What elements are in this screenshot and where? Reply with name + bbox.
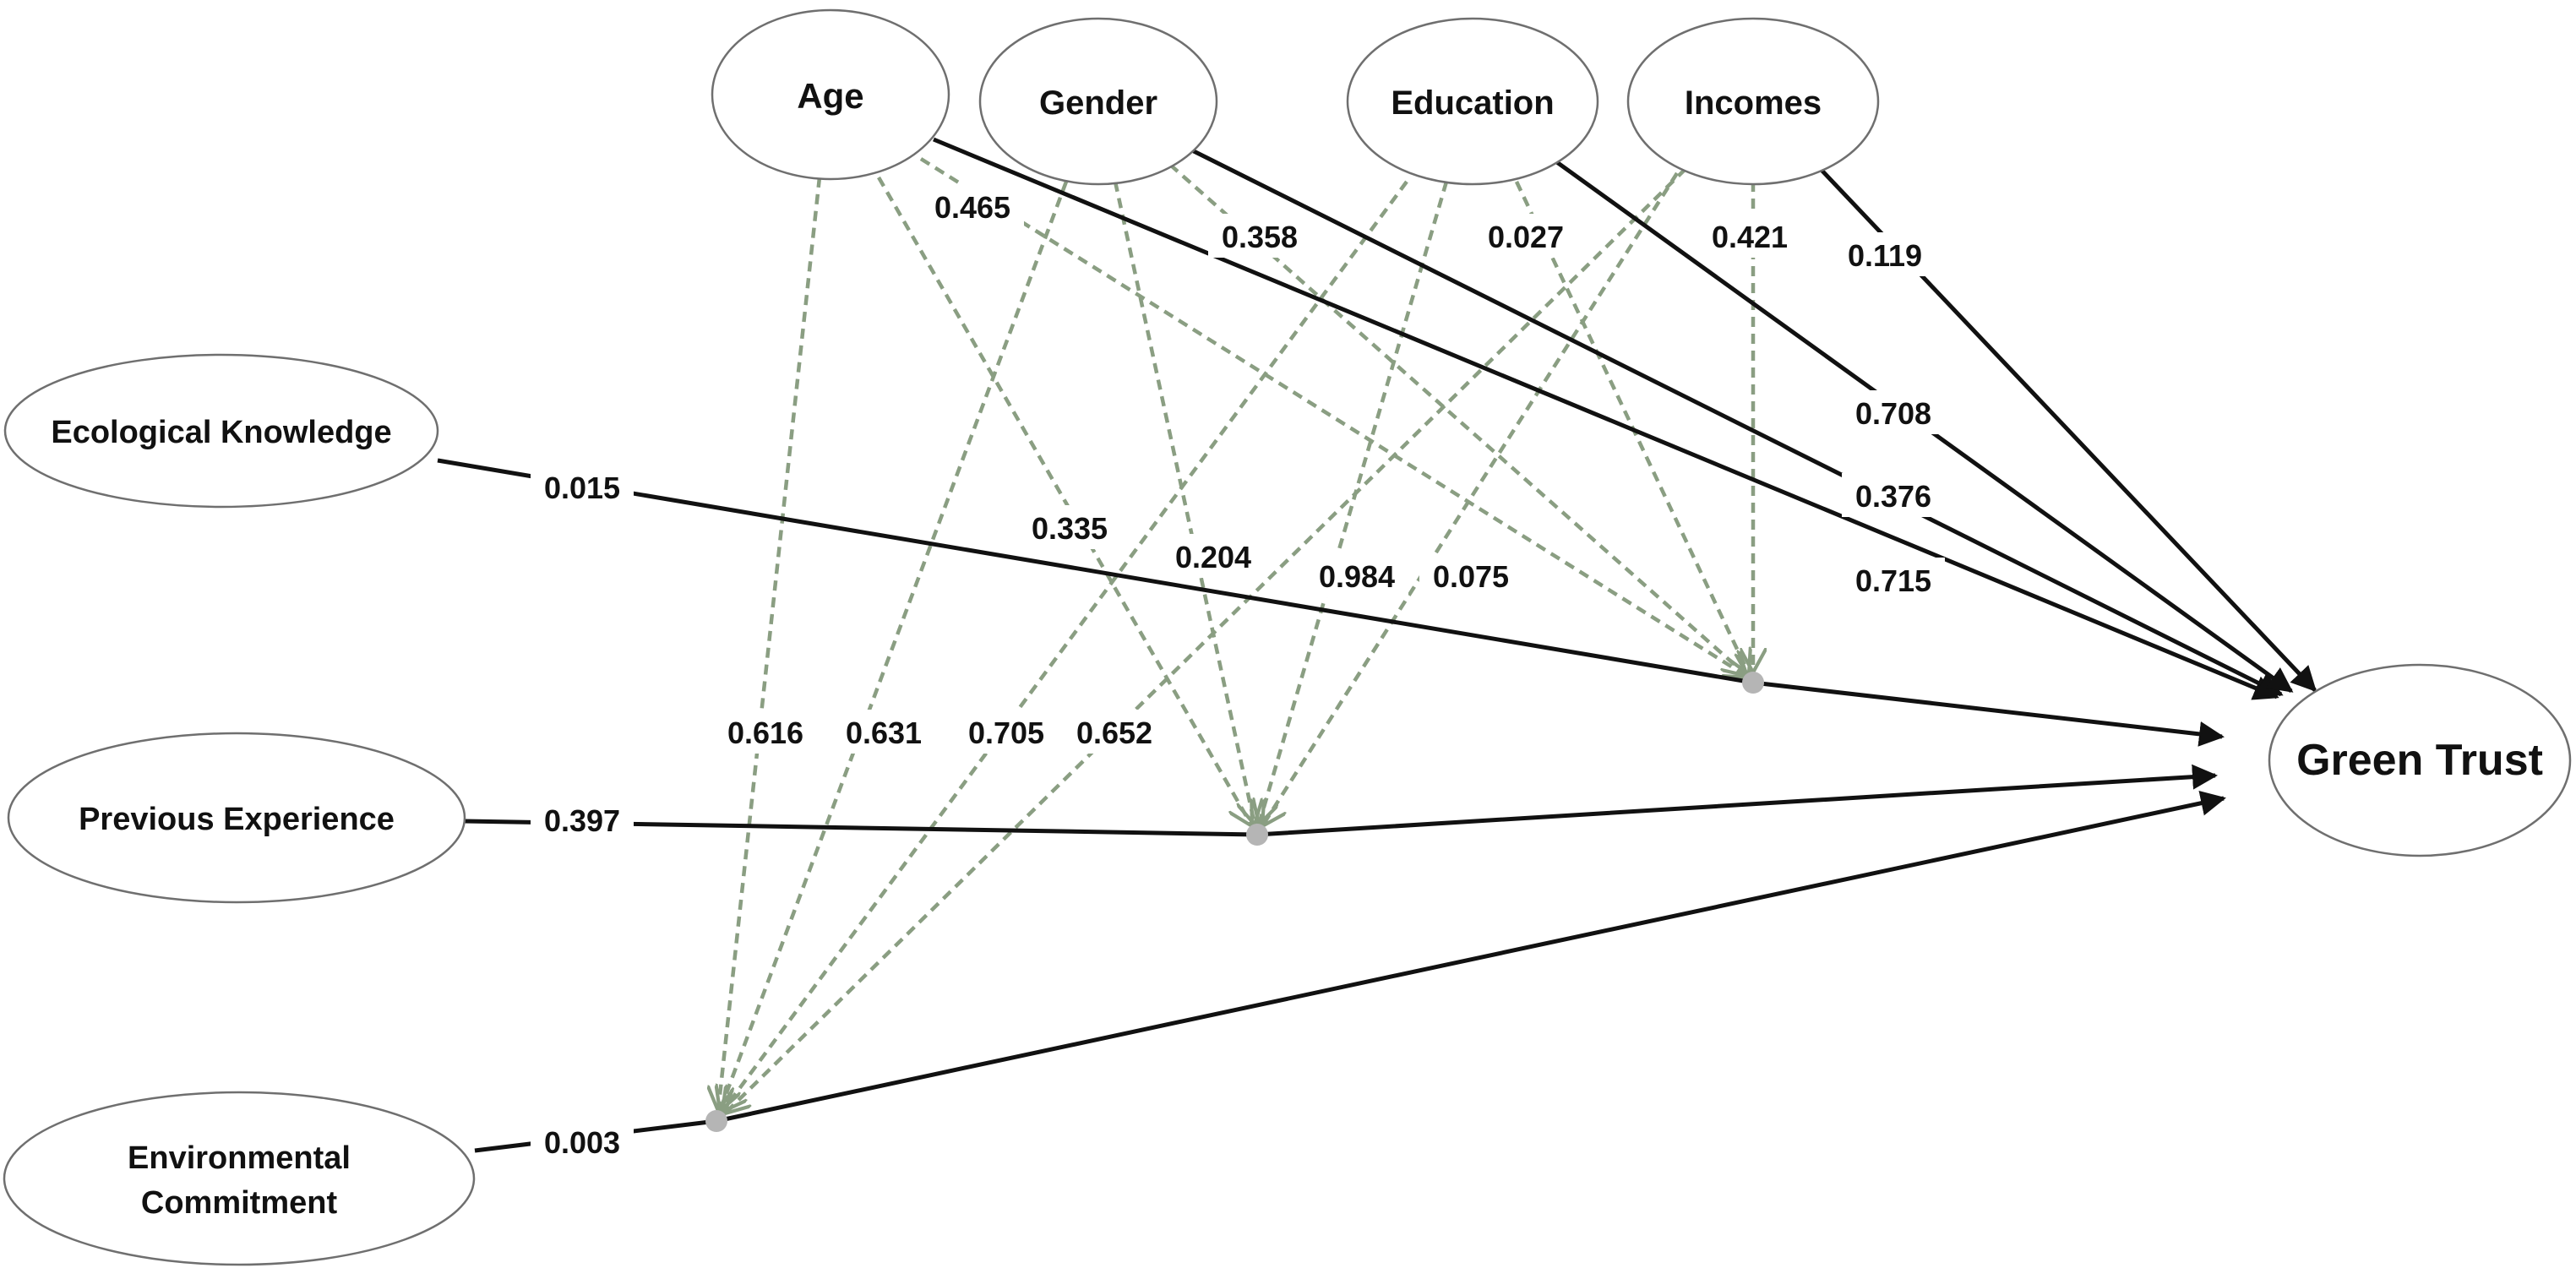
junction-ecological-knowledge [1742,672,1764,694]
mod-path-age-ecological-knowledge [919,157,1749,678]
junctions [705,672,1764,1132]
moderation-paths [718,157,1753,1113]
coef-incomes-green-trust: 0.119 [1848,238,1922,273]
node-age-label: Age [797,76,863,116]
node-green-trust: Green Trust [2268,663,2572,857]
mod-path-gender-environmental-commitment [720,181,1069,1111]
node-incomes-label: Incomes [1685,84,1822,122]
coef-gender-x-previous-experience: 0.204 [1175,540,1251,574]
node-environmental-commitment: Environmental Commitment [3,1091,476,1266]
path-ecological-knowledge-green-trust [437,458,2225,747]
coef-environmental-commitment-green-trust: 0.003 [544,1125,620,1160]
path-gender-green-trust [1185,145,2284,697]
mod-path-gender-previous-experience [1113,181,1255,825]
coef-ecological-knowledge-green-trust: 0.015 [544,471,620,505]
coef-age-x-ecological-knowledge: 0.465 [934,190,1010,225]
mod-path-education-previous-experience [1259,181,1449,825]
coef-education-x-ecological-knowledge: 0.027 [1488,220,1564,254]
coef-incomes-x-ecological-knowledge: 0.421 [1712,220,1788,254]
node-gender-label: Gender [1039,84,1157,122]
coef-education-x-previous-experience: 0.984 [1319,559,1395,594]
node-previous-experience-label: Previous Experience [79,802,395,837]
node-ecological-knowledge: Ecological Knowledge [3,353,439,509]
node-gender: Gender [978,17,1218,186]
coef-gender-x-ecological-knowledge: 0.358 [1222,220,1298,254]
mod-path-incomes-environmental-commitment [725,167,1687,1113]
node-incomes: Incomes [1626,17,1880,186]
coef-age-x-environmental-commitment: 0.616 [727,716,803,750]
mod-path-gender-ecological-knowledge [1168,163,1747,676]
node-green-trust-label: Green Trust [2296,736,2543,785]
coef-previous-experience-green-trust: 0.397 [544,803,620,838]
coef-incomes-x-previous-experience: 0.075 [1433,559,1509,594]
coef-gender-x-environmental-commitment: 0.631 [846,716,922,750]
path-age-green-trust [933,137,2279,700]
mod-path-age-environmental-commitment [718,177,822,1111]
mod-path-incomes-previous-experience [1262,171,1679,826]
path-environmental-commitment-green-trust [474,790,2226,1153]
coef-gender-green-trust: 0.376 [1855,479,1931,514]
path-coefficients: 0.015 0.397 0.003 0.715 0.376 0.708 0.11… [531,184,1945,1163]
path-previous-experience-green-trust [464,764,2218,837]
coef-education-green-trust: 0.708 [1855,396,1931,431]
junction-previous-experience [1246,824,1268,846]
mod-path-age-previous-experience [877,176,1252,826]
mod-path-education-environmental-commitment [722,180,1408,1112]
node-education: Education [1346,17,1599,186]
node-environmental-commitment-label-line2: Commitment [141,1185,338,1221]
node-ecological-knowledge-label: Ecological Knowledge [51,415,391,450]
node-previous-experience: Previous Experience [7,732,466,904]
junction-environmental-commitment [705,1110,727,1132]
coef-age-green-trust: 0.715 [1855,563,1931,598]
node-education-label: Education [1391,84,1554,122]
coef-incomes-x-environmental-commitment: 0.652 [1076,716,1152,750]
node-age: Age [711,8,950,181]
coef-age-x-previous-experience: 0.335 [1032,511,1108,546]
coef-education-x-environmental-commitment: 0.705 [968,716,1044,750]
node-environmental-commitment-label-line1: Environmental [128,1140,351,1176]
